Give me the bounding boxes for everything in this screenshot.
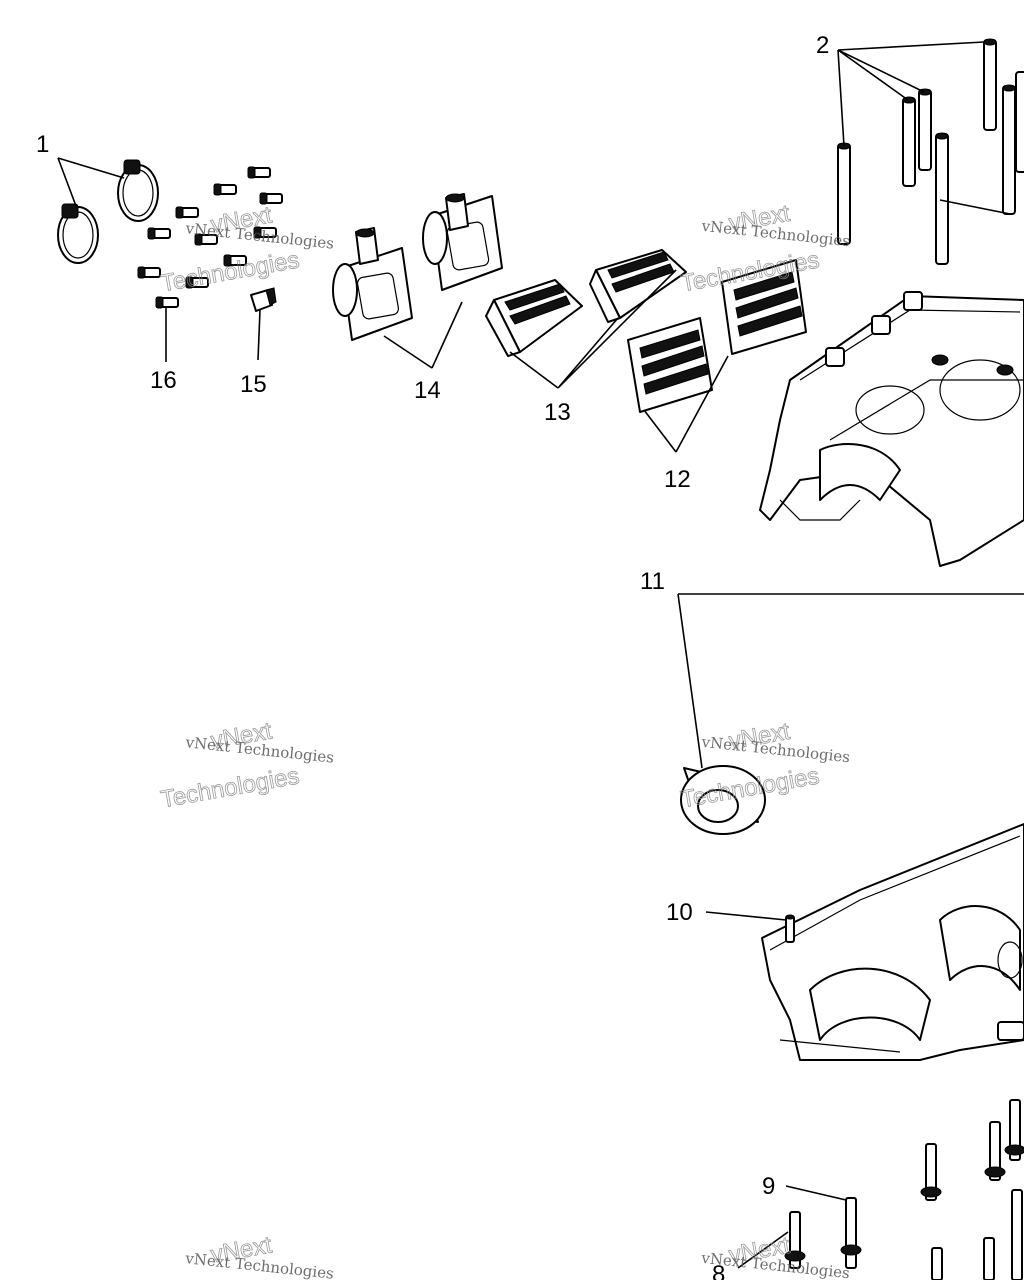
callout-11: 11 [640,568,665,595]
screw-set-part [137,166,283,309]
watermark-bottom-right: vNext vNext Technologies Technologies [678,1231,850,1280]
callout-14: 14 [414,377,441,404]
callout-12: 12 [664,466,691,493]
svg-text:Technologies: Technologies [159,247,302,298]
reed-housing-part [332,193,503,341]
callout-9: 9 [762,1173,775,1200]
crank-seal-part [680,765,766,835]
clip-part [250,287,277,312]
callout-1: 1 [36,131,49,158]
watermark-mid-left: vNext vNext Technologies Technologies [158,717,334,814]
callout-15: 15 [240,371,267,398]
leader-lines [57,41,1024,1269]
callout-10: 10 [666,899,693,926]
upper-crankcase-part [759,291,1024,567]
callout-labels: 1 2 16 15 14 13 12 11 10 9 8 [36,32,829,1280]
stud-set-part [837,38,1024,265]
callout-2: 2 [816,32,829,59]
watermark-top-right: vNext vNext Technologies Technologies [678,199,851,297]
watermark-bottom-left: vNext vNext Technologies Technologies [158,1231,334,1280]
callout-16: 16 [150,367,177,394]
callout-13: 13 [544,399,571,426]
crankcase-bolt-part [784,1099,1024,1280]
lower-crankcase-part [761,823,1024,1061]
svg-text:Technologies: Technologies [159,763,302,814]
callout-8: 8 [712,1261,725,1280]
reed-plate-part [627,259,807,413]
reed-block-part [485,249,687,357]
hose-clamp-part [57,159,159,264]
